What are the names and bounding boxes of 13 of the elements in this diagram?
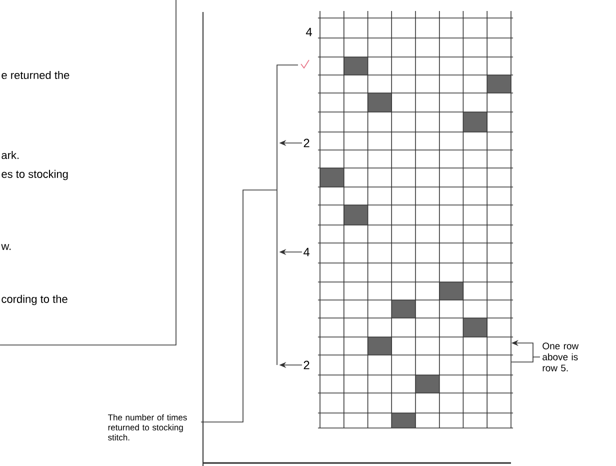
row-number: 4 bbox=[306, 28, 312, 36]
row-number: 2 bbox=[304, 138, 310, 148]
chart-grid-drawing bbox=[318, 10, 514, 428]
bracket-line bbox=[276, 64, 298, 366]
row-number: 2 bbox=[304, 360, 310, 370]
caption-text: The number of times returned to stocking stitch. bbox=[108, 414, 187, 440]
text-fragment: ark. bbox=[2, 150, 19, 160]
text-fragment: cording to the bbox=[2, 294, 68, 306]
row-number: 4 bbox=[303, 248, 310, 256]
text-fragment: e returned the bbox=[2, 70, 70, 80]
text-fragment: w. bbox=[1, 244, 11, 250]
note-text: One row above is row 5. bbox=[542, 342, 579, 372]
text-fragment: es to stocking bbox=[2, 170, 68, 180]
